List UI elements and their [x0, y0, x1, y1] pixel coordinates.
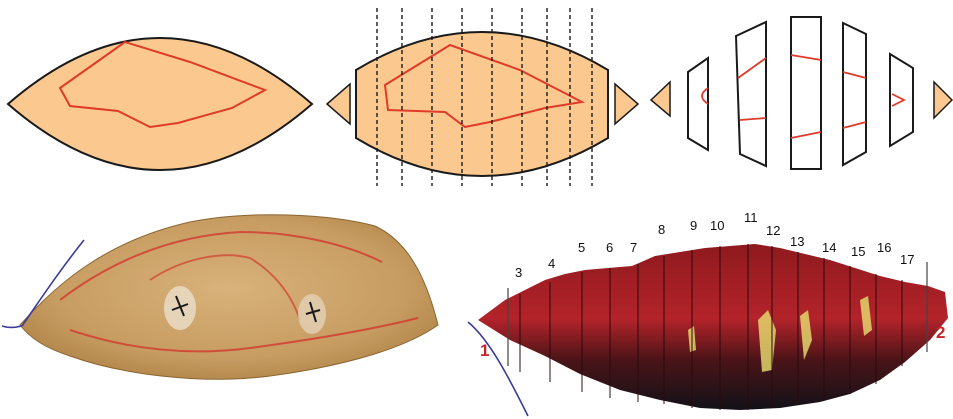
section-number: 12 [766, 223, 780, 238]
slab [688, 58, 708, 150]
slab-right-tip [934, 82, 952, 118]
sectioned-slabs-panel [651, 17, 952, 169]
slab-left-tip [651, 82, 670, 116]
excision-outline-panel [8, 38, 312, 170]
section-number: 17 [900, 252, 914, 267]
serial-section-plan-panel [327, 8, 638, 186]
suture-thread [2, 326, 22, 328]
section-number: 6 [606, 240, 613, 255]
section-number: 9 [690, 218, 697, 233]
section-number: 3 [515, 265, 522, 280]
skin-specimen [20, 215, 438, 379]
gross-specimen-photo [2, 215, 438, 379]
lesion-scar [298, 294, 326, 334]
slab [890, 54, 913, 146]
left-tip-triangle [327, 84, 350, 124]
section-number: 5 [578, 240, 585, 255]
section-number: 10 [710, 218, 724, 233]
section-number: 8 [658, 222, 665, 237]
sectioned-specimen-photo: 3 4 5 6 7 8 9 10 11 12 13 14 15 16 17 1 … [468, 210, 948, 416]
section-number: 16 [877, 240, 891, 255]
specimen-outline [8, 38, 312, 170]
section-number: 15 [851, 244, 865, 259]
end-marker-label: 1 [480, 341, 489, 360]
right-tip-triangle [615, 84, 638, 124]
section-number: 11 [744, 210, 758, 225]
slab [791, 17, 821, 169]
end-marker-label: 2 [936, 323, 945, 342]
section-number: 4 [548, 256, 555, 271]
section-number: 13 [790, 234, 804, 249]
slab [736, 22, 766, 166]
slab [843, 23, 866, 165]
section-number: 14 [822, 240, 836, 255]
section-number: 7 [630, 240, 637, 255]
